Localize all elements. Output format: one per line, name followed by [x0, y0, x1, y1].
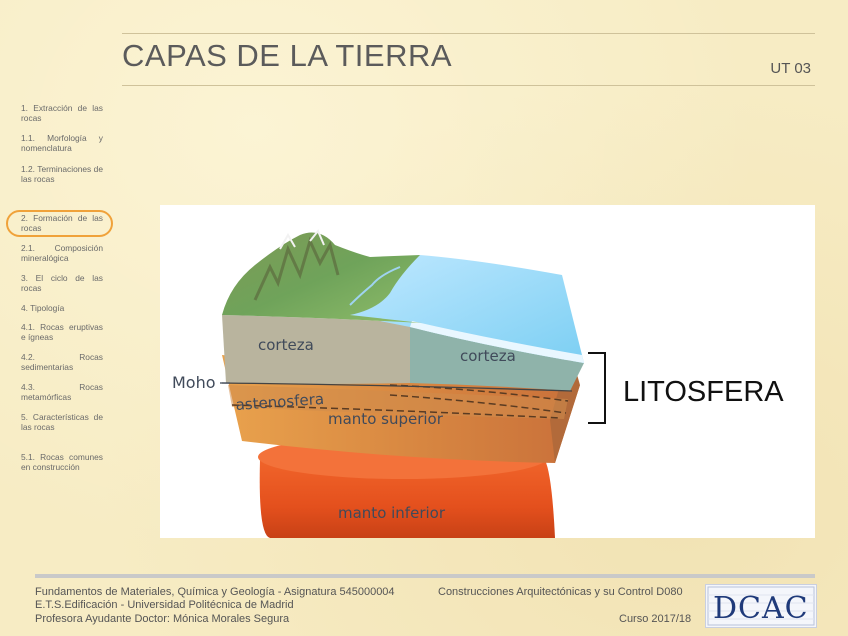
label-manto-superior: manto superior [328, 410, 444, 428]
nav-item-composicion[interactable]: 2.1. Composición mineralógica [21, 243, 103, 263]
nav-item-formacion[interactable]: 2. Formación de las rocas [21, 213, 103, 233]
nav-item-sedimentarias[interactable]: 4.2. Rocas sedimentarias [21, 352, 103, 372]
footer-professor: Profesora Ayudante Doctor: Mónica Morale… [35, 613, 289, 625]
header-bottom-rule [122, 85, 815, 86]
dcac-logo: DCAC [705, 584, 817, 628]
logo-text: DCAC [713, 591, 809, 626]
nav-item-terminaciones[interactable]: 1.2. Terminaciones de las rocas [21, 164, 103, 184]
continental-crust [222, 315, 422, 384]
earth-layers-figure: corteza corteza Moho astenosfera manto s… [160, 205, 815, 538]
dcac-logo-mark: DCAC [706, 585, 816, 627]
nav-item-extraccion[interactable]: 1. Extracción de las rocas [21, 103, 103, 123]
footer-divider [35, 574, 815, 578]
label-litosfera: LITOSFERA [623, 376, 784, 408]
label-moho: Moho [172, 373, 216, 392]
footer-department: Construcciones Arquitectónicas y su Cont… [438, 586, 683, 598]
footer-school: E.T.S.Edificación - Universidad Politécn… [35, 599, 294, 611]
label-manto-inferior: manto inferior [338, 504, 446, 522]
nav-item-rocas-comunes[interactable]: 5.1. Rocas comunes en construcción [21, 452, 103, 472]
label-corteza-continental: corteza [258, 336, 314, 354]
earth-layers-illustration: corteza corteza Moho astenosfera manto s… [160, 205, 815, 538]
nav-item-eruptivas[interactable]: 4.1. Rocas eruptivas e ígneas [21, 322, 103, 342]
footer-year: Curso 2017/18 [619, 613, 691, 625]
nav-item-morfologia[interactable]: 1.1. Morfología y nomenclatura [21, 133, 103, 153]
nav-item-tipologia[interactable]: 4. Tipología [21, 303, 103, 313]
label-corteza-oceanica: corteza [460, 347, 516, 365]
header-top-rule [122, 33, 815, 34]
footer-course: Fundamentos de Materiales, Química y Geo… [35, 586, 395, 598]
unit-label: UT 03 [770, 60, 811, 77]
lithosphere-bracket [588, 353, 605, 423]
nav-item-metamorficas[interactable]: 4.3. Rocas metamórficas [21, 382, 103, 402]
nav-item-ciclo[interactable]: 3. El ciclo de las rocas [21, 273, 103, 293]
nav-item-caracteristicas[interactable]: 5. Características de las rocas [21, 412, 103, 432]
page-title: CAPAS DE LA TIERRA [122, 38, 452, 74]
